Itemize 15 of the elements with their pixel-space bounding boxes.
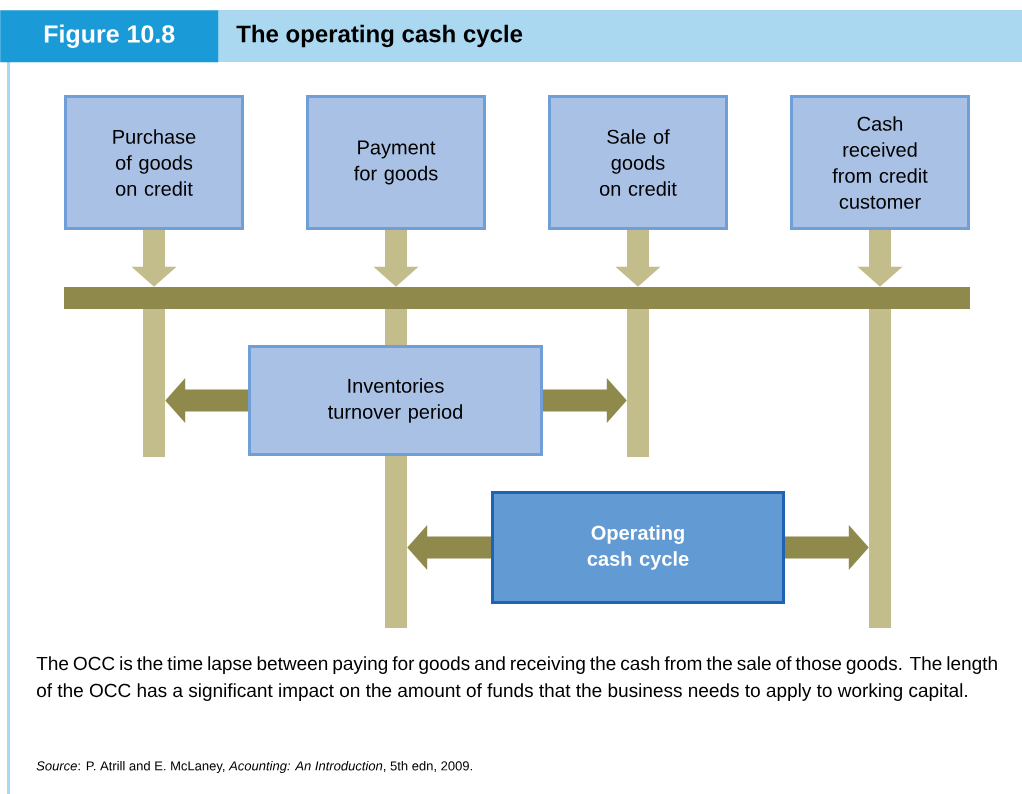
vertical-bar	[143, 309, 165, 457]
highlight-box: Operating cash cycle	[491, 491, 785, 604]
vertical-bar	[627, 309, 649, 457]
header-tab: Figure 10.8	[0, 10, 219, 63]
process-box: Purchase of goods on credit	[64, 95, 244, 230]
vertical-bar	[385, 456, 407, 628]
timeline-bar	[64, 287, 970, 309]
process-box: Cash received from credit customer	[790, 95, 970, 230]
caption: The OCC is the time lapse between paying for goods and receiving the cash from the sale of those goods. The length of the OCC has a significant impact on the amount of funds that the business needs to apply to working capital.	[36, 656, 997, 701]
source-note: Source: P. Atrill and E. McLaney, Acounting: An Introduction, 5th edn, 2009.	[36, 760, 472, 774]
title: The operating cash cycle	[236, 24, 523, 48]
process-box: Inventories turnover period	[248, 345, 543, 456]
vertical-bar	[869, 309, 891, 628]
process-box: Sale of goods on credit	[548, 95, 728, 230]
process-box: Payment for goods	[306, 95, 486, 230]
